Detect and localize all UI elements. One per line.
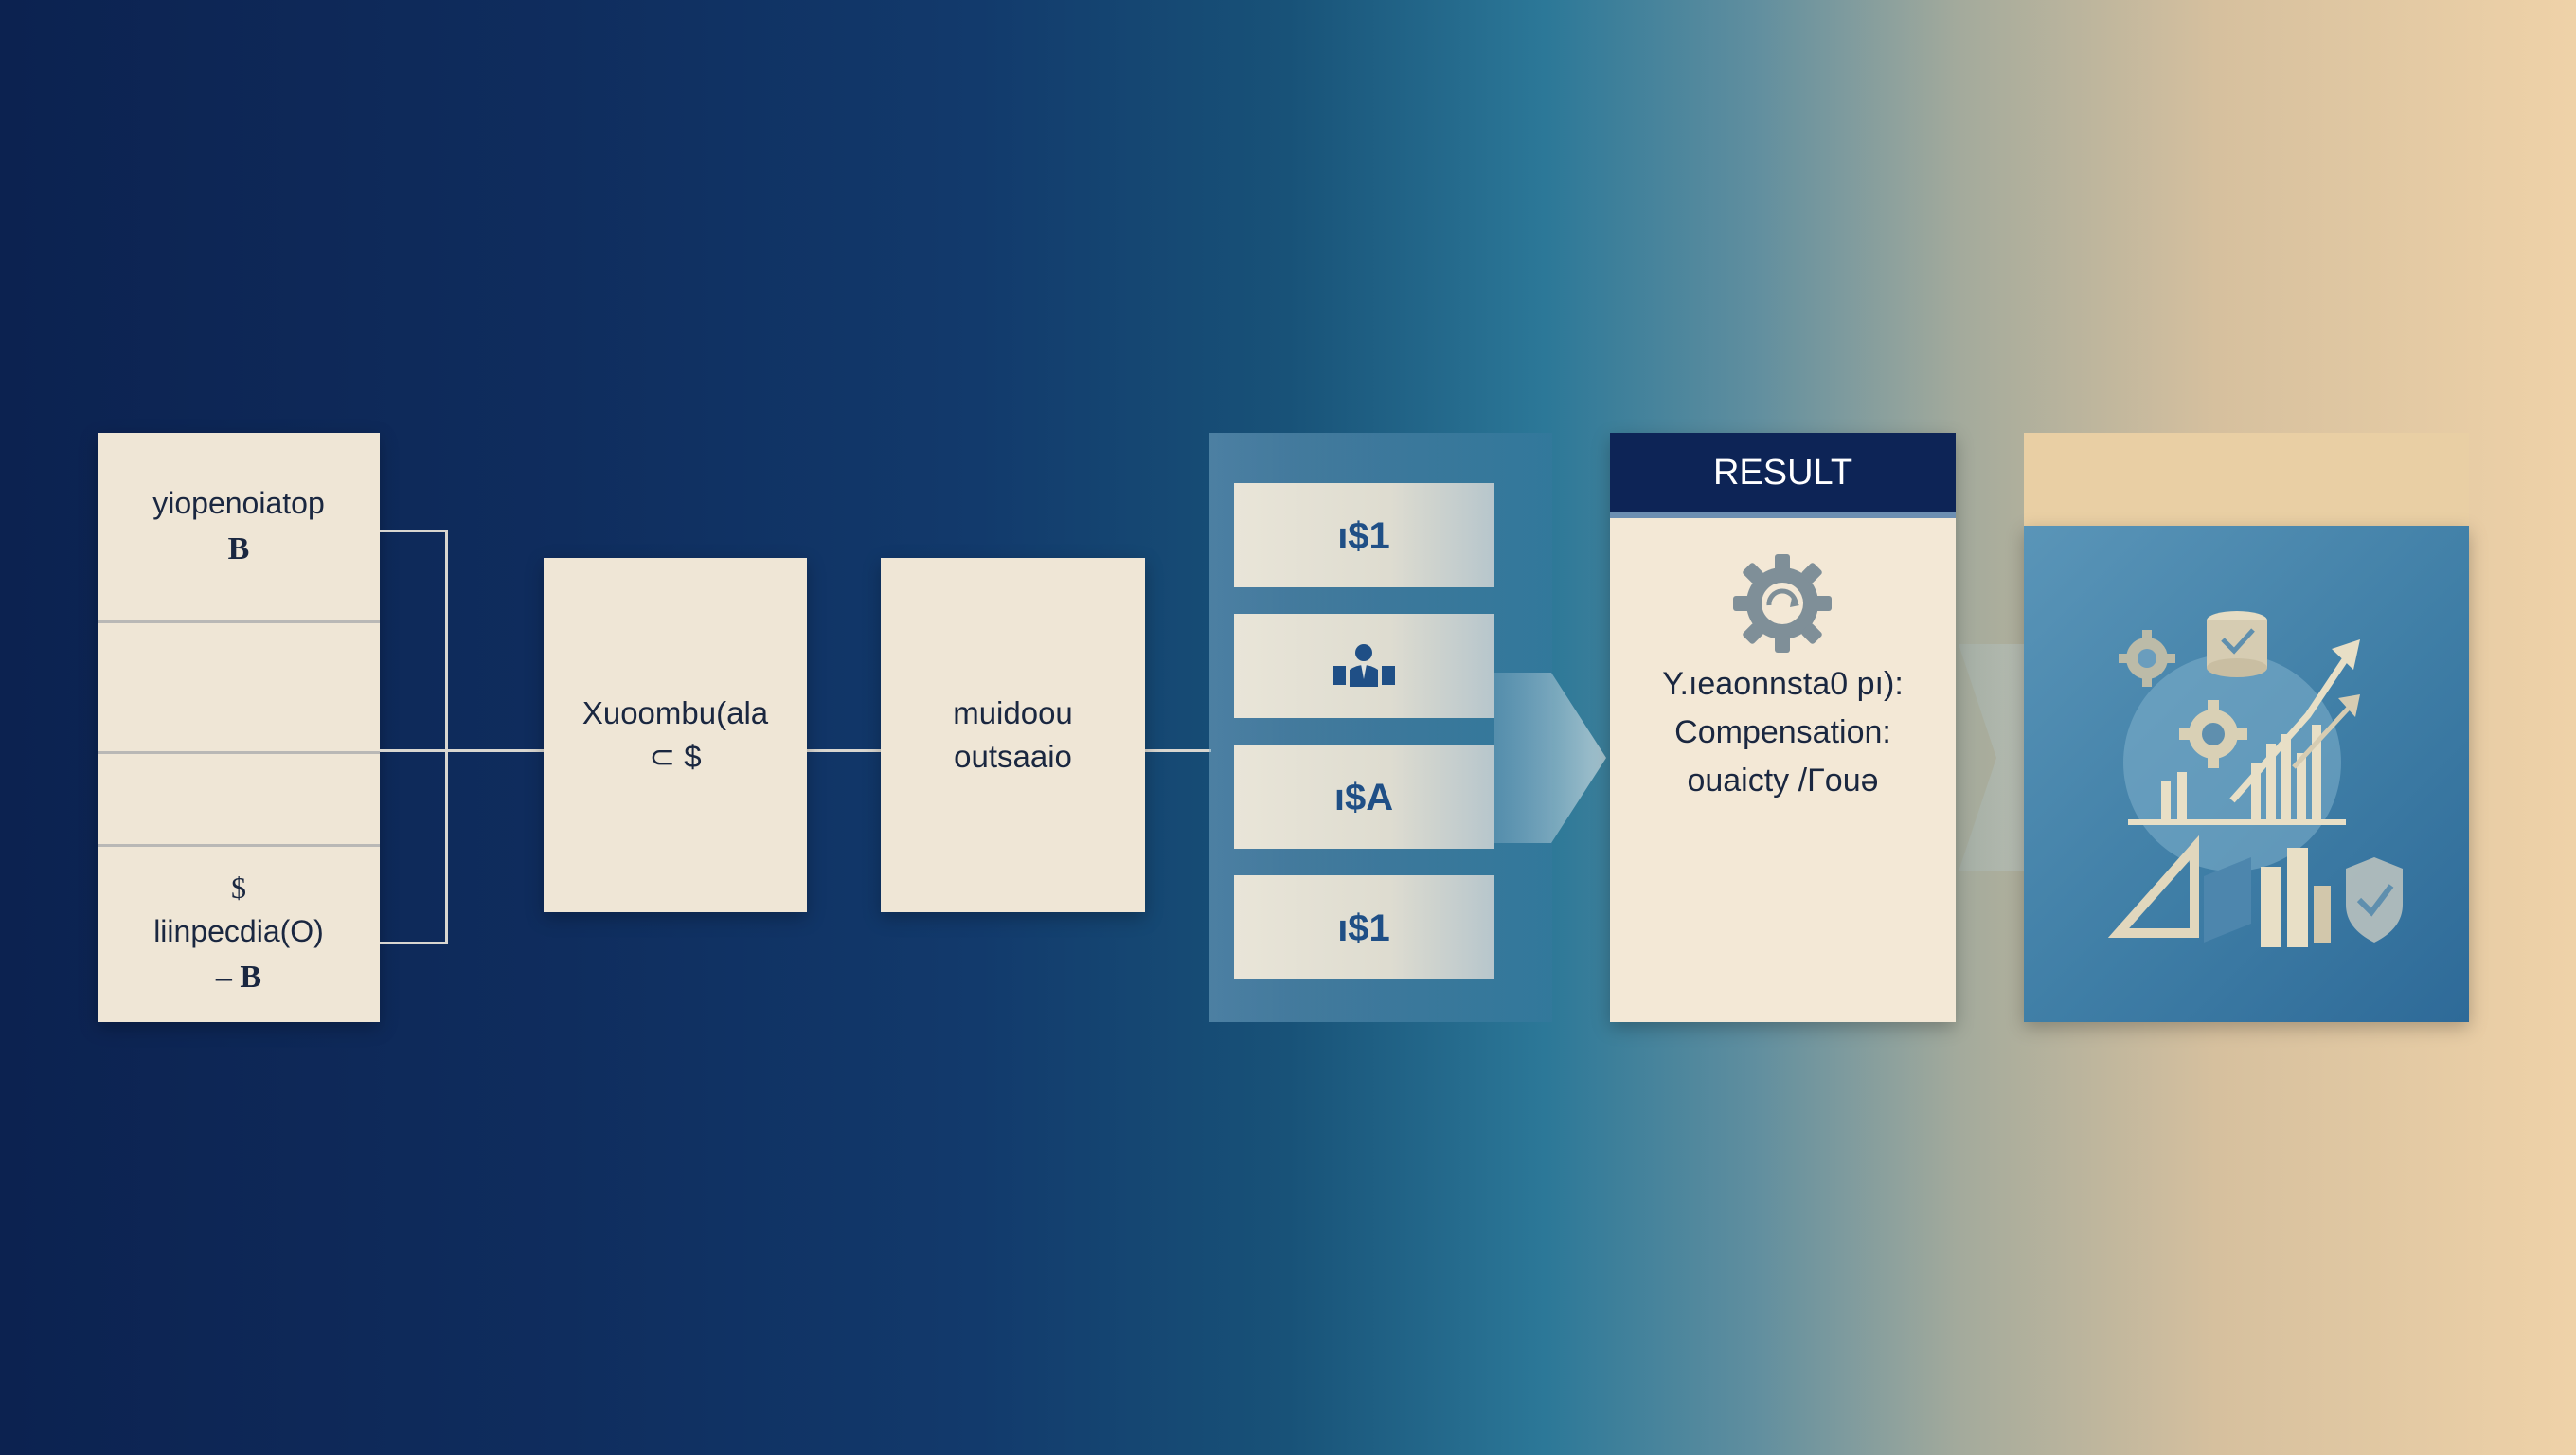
final-panel	[2024, 526, 2469, 1022]
result-line-1: Y.ıeaonnsta0 pı):	[1662, 666, 1904, 702]
dollar-one-icon: ı$1	[1337, 515, 1390, 557]
process-box-a-sublabel: ⊂ $	[649, 739, 702, 774]
connector-to-box-a	[380, 749, 544, 752]
process-box-a-label: Xuoombu(ala	[581, 694, 769, 730]
icon-3-glyph: ı$A	[1334, 777, 1393, 818]
connector-a-to-b	[807, 749, 881, 752]
process-box-b-sublabel: outsaaio	[954, 739, 1072, 774]
process-box-a: Xuoombu(ala ⊂ $	[544, 558, 807, 912]
result-card: RESULT Y.ıeaonnsta0 pı): Compensation: o…	[1610, 433, 1956, 1022]
person-money-icon	[1333, 644, 1395, 687]
stack-cell-4: $ liinpecdia(O) – B	[98, 844, 380, 1022]
chevron-right-icon	[1494, 673, 1606, 843]
icon-4-glyph: ı$1	[1337, 907, 1390, 949]
icon-1-glyph: ı$1	[1337, 515, 1390, 557]
icon-box-3: ı$A	[1234, 745, 1494, 849]
icon-box-4: ı$1	[1234, 875, 1494, 979]
connector-bottom	[380, 942, 448, 944]
process-box-b-label: muidoou	[953, 694, 1073, 730]
dollar-a-icon: ı$A	[1334, 777, 1393, 818]
process-box-b: muidoou outsaaio	[881, 558, 1145, 912]
source-stack: yiopenoiatop B $ liinpecdia(O) – B	[98, 433, 380, 1022]
stack-cell-2	[98, 620, 380, 754]
stack-cell-4-label: liinpecdia(O)	[153, 914, 324, 949]
final-panel-header	[2024, 433, 2469, 528]
icon-box-1: ı$1	[1234, 483, 1494, 587]
stack-cell-4-sublabel: – B	[215, 959, 262, 995]
connector-b-to-icons	[1145, 749, 1211, 752]
result-title: RESULT	[1610, 433, 1956, 518]
stack-cell-3	[98, 751, 380, 847]
gear-icon	[1733, 554, 1832, 653]
stack-cell-1-sublabel: B	[227, 530, 250, 566]
result-line-2: Compensation:	[1674, 714, 1891, 750]
analytics-collage-icon	[2107, 611, 2403, 947]
icon-box-2	[1234, 614, 1494, 718]
result-line-3: ouaicty /Γouə	[1687, 763, 1879, 799]
stack-cell-1-label: yiopenoiatop	[152, 486, 325, 521]
stack-cell-4-symbol: $	[231, 870, 246, 905]
dollar-one-icon: ı$1	[1337, 907, 1390, 949]
result-body: Y.ıeaonnsta0 pı): Compensation: ouaicty …	[1610, 660, 1956, 805]
connector-top	[380, 530, 448, 532]
stack-cell-1: yiopenoiatop B	[98, 433, 380, 623]
connector-vertical	[445, 530, 448, 944]
